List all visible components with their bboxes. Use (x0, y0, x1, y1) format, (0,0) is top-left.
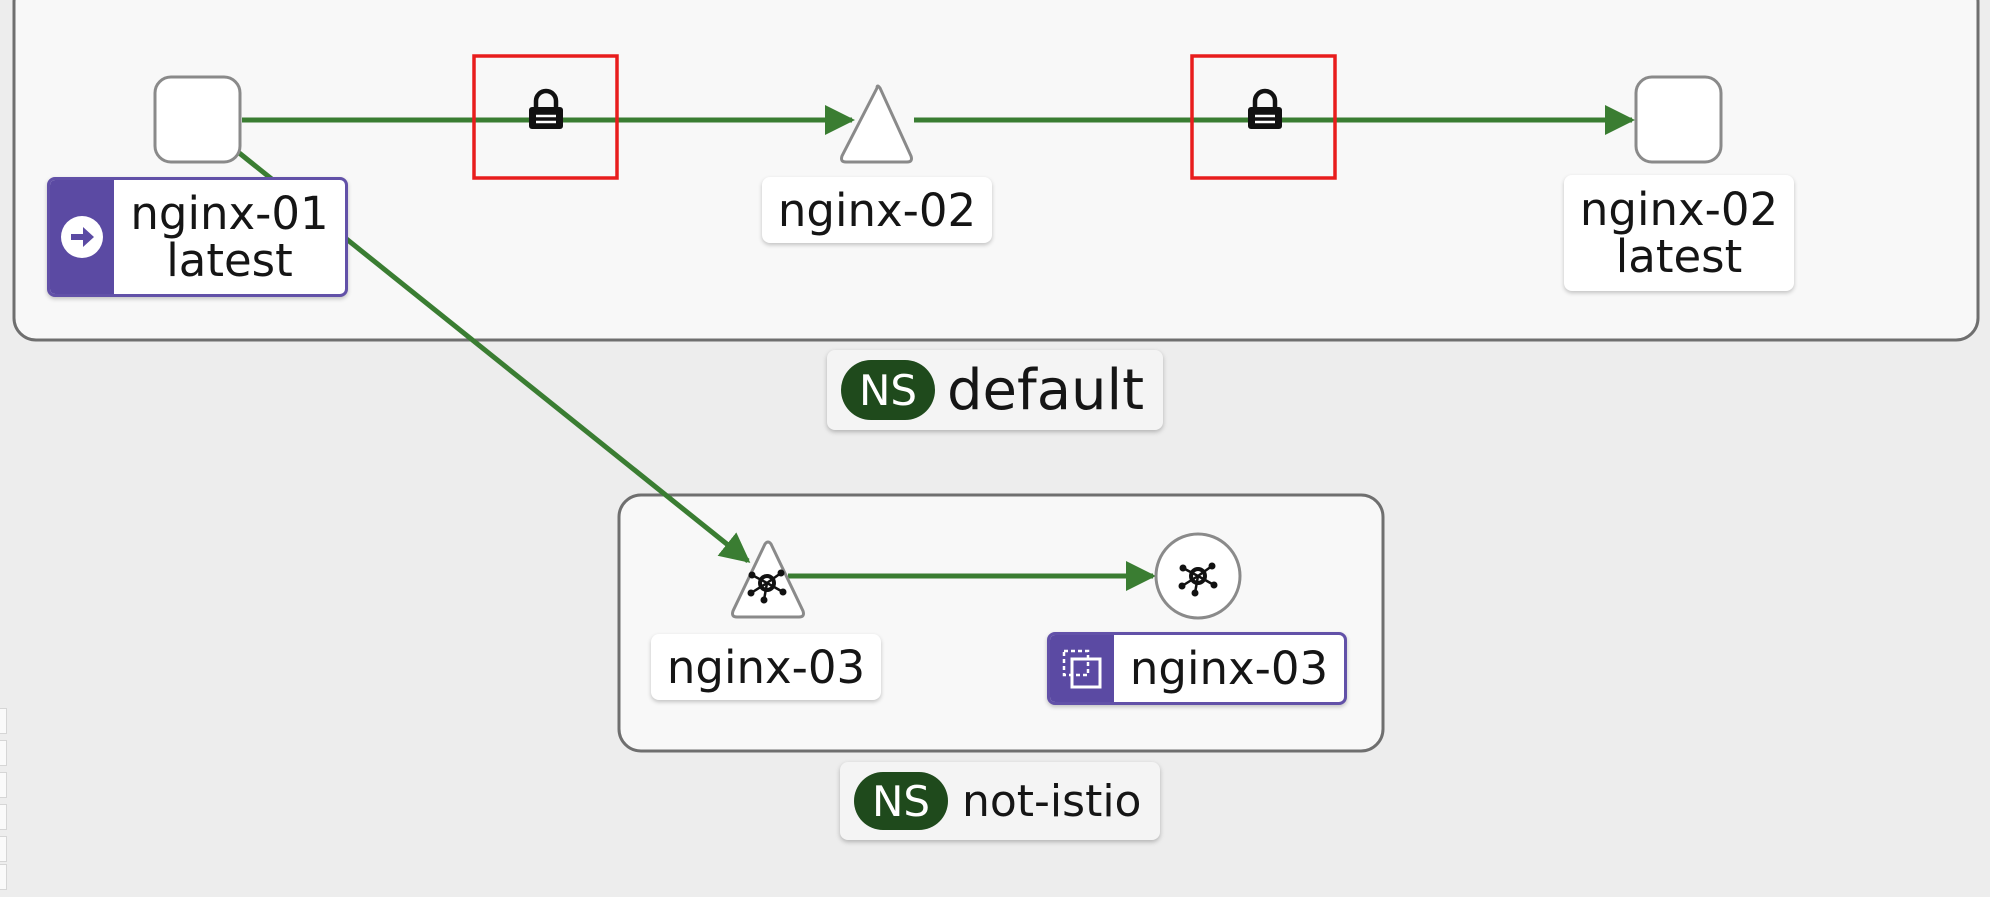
node-name: nginx-03 (666, 640, 866, 694)
namespace-label-not-istio[interactable]: NS not-istio (840, 762, 1160, 840)
workload-box-icon (1062, 649, 1102, 688)
service-node-nginx-02[interactable] (840, 84, 913, 164)
workload-node-nginx-02[interactable] (1634, 75, 1723, 164)
namespace-label-default[interactable]: NS default (827, 350, 1163, 430)
node-label-nginx-03-workload[interactable]: nginx-03 (1047, 632, 1347, 705)
lock-icon (529, 88, 563, 129)
node-label-nginx-01[interactable]: nginx-01 latest (47, 177, 348, 297)
namespace-box-default[interactable] (12, 0, 1980, 342)
node-label-nginx-02-workload[interactable]: nginx-02 latest (1564, 175, 1794, 291)
toolbar-button[interactable] (0, 804, 7, 830)
namespace-badge: NS (854, 772, 948, 830)
arrow-right-icon (61, 216, 103, 258)
node-version: latest (166, 234, 293, 287)
toolbar-button[interactable] (0, 864, 7, 890)
namespace-name: not-istio (962, 775, 1142, 827)
node-label-nginx-02-service[interactable]: nginx-02 (762, 177, 992, 243)
node-label-text: nginx-01 latest (114, 180, 345, 294)
node-label-nginx-03-service[interactable]: nginx-03 (651, 634, 881, 700)
service-node-nginx-03[interactable] (731, 540, 805, 619)
workload-badge (1050, 635, 1114, 702)
node-version: latest (1615, 230, 1743, 283)
node-label-text: nginx-03 (1114, 635, 1344, 702)
lock-icon (1248, 88, 1282, 129)
mtls-highlight-box (472, 54, 619, 180)
mtls-highlight-box (1190, 54, 1337, 180)
node-name: nginx-03 (1129, 642, 1329, 695)
toolbar-button[interactable] (0, 836, 7, 862)
service-mesh-icon (747, 569, 787, 604)
namespace-box-not-istio[interactable] (617, 493, 1385, 753)
namespace-name: default (947, 357, 1145, 423)
toolbar-button[interactable] (0, 708, 7, 734)
service-mesh-icon (1178, 562, 1218, 597)
node-name: nginx-02 (777, 183, 977, 237)
node-name: nginx-02 (1579, 183, 1779, 236)
toolbar-button[interactable] (0, 740, 7, 766)
toolbar-button[interactable] (0, 772, 7, 798)
app-node-nginx-01[interactable] (153, 75, 242, 164)
namespace-badge: NS (841, 360, 935, 420)
node-name: nginx-01 (130, 187, 329, 240)
app-badge (50, 180, 114, 294)
